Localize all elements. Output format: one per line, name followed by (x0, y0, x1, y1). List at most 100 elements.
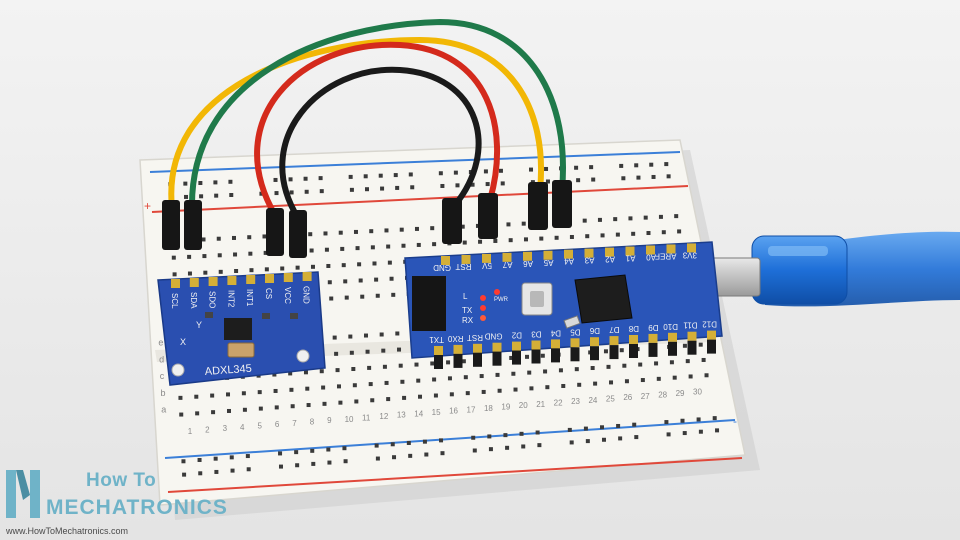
column-number: 8 (310, 417, 315, 426)
header-pin (648, 333, 658, 343)
breadboard-hole (375, 293, 380, 298)
breadboard-hole (249, 268, 254, 273)
sensor-pin-label: SDA (189, 292, 198, 309)
led-red-1 (480, 295, 486, 301)
header-pin (590, 337, 599, 347)
header-pin (502, 252, 512, 262)
breadboard-hole (465, 391, 470, 396)
breadboard-hole (664, 420, 669, 425)
logo-icon (6, 470, 40, 518)
header-base (629, 344, 638, 358)
bottom-pin-label: D8 (628, 324, 639, 333)
header-pin (609, 336, 619, 346)
breadboard-hole (368, 382, 373, 387)
column-number: 30 (693, 388, 702, 397)
breadboard-hole (478, 239, 483, 244)
breadboard-hole (184, 194, 189, 199)
breadboard-hole (309, 248, 314, 253)
breadboard-hole (380, 186, 385, 191)
breadboard-hole (481, 389, 486, 394)
breadboard-hole (619, 348, 624, 353)
breadboard-hole (248, 251, 253, 256)
breadboard-hole (698, 342, 703, 347)
breadboard-hole (666, 174, 671, 179)
breadboard-hole (341, 263, 346, 268)
rail-red-top (151, 185, 689, 213)
breadboard-hole (529, 386, 534, 391)
column-number: 28 (658, 390, 667, 399)
breadboard-hole (651, 174, 656, 179)
breadboard-hole (416, 242, 421, 247)
breadboard-hole (696, 417, 701, 422)
sensor-pin-label: SDO (208, 291, 217, 308)
breadboard-hole (577, 382, 582, 387)
header-pin (625, 246, 635, 256)
breadboard-hole (561, 383, 566, 388)
breadboard-hole (574, 165, 579, 170)
breadboard-hole (701, 357, 706, 362)
breadboard-hole (672, 375, 677, 380)
column-number: 14 (414, 409, 423, 418)
column-number: 16 (449, 407, 458, 416)
breadboard-hole (363, 333, 368, 338)
header-base (687, 340, 697, 355)
breadboard-hole (455, 183, 460, 188)
mount-hole-right (296, 349, 310, 363)
breadboard-hole (399, 227, 404, 232)
breadboard-hole (386, 244, 391, 249)
wire-plugs (162, 180, 572, 258)
breadboard-hole (397, 347, 402, 352)
breadboard-hole (519, 431, 524, 436)
breadboard-hole (273, 177, 278, 182)
breadboard-hole (183, 181, 188, 186)
breadboard-hole (505, 445, 510, 450)
breadboard-hole (216, 236, 221, 241)
breadboard-hole (390, 442, 395, 447)
breadboard-hole (262, 234, 267, 239)
header-pin (551, 339, 560, 349)
breadboard-hole (545, 385, 550, 390)
header-pin (531, 340, 541, 350)
sensor-name: ADXL345 (204, 363, 252, 378)
breadboard-hole (539, 236, 544, 241)
breadboard-hole (305, 386, 310, 391)
top-pin-label: A4 (564, 257, 574, 266)
breadboard-hole (319, 369, 324, 374)
breadboard-hole (344, 295, 349, 300)
breadboard-hole (664, 162, 669, 167)
breadboard-hole (576, 178, 581, 183)
column-number: 27 (641, 392, 650, 401)
column-number: 19 (501, 403, 510, 412)
header-pin (570, 338, 580, 348)
breadboard-hole (308, 232, 313, 237)
axis-x-label: X (180, 337, 186, 347)
breadboard-hole (247, 235, 252, 240)
breadboard-hole (319, 189, 324, 194)
breadboard-hole (363, 174, 368, 179)
breadboard-hole (391, 292, 396, 297)
breadboard-hole (335, 368, 340, 373)
breadboard-hole (210, 393, 215, 398)
breadboard-hole (228, 179, 233, 184)
breadboard-hole (654, 361, 659, 366)
breadboard-hole (401, 243, 406, 248)
smd-part-2 (290, 313, 298, 319)
top-pin-label: A0 (646, 253, 656, 262)
header-base (453, 353, 463, 368)
mount-hole-left (171, 363, 185, 377)
breadboard-hole (527, 370, 532, 375)
header-pin (473, 343, 482, 353)
wire-green (188, 18, 566, 211)
led-label-tx: TX (462, 306, 473, 315)
breadboard-hole (479, 374, 484, 379)
breadboard-hole (387, 260, 392, 265)
breadboard-hole (295, 265, 300, 270)
breadboard-hole (460, 224, 465, 229)
breadboard-hole (634, 435, 639, 440)
breadboard-hole (408, 172, 413, 177)
bottom-pin-label: D6 (589, 326, 600, 335)
